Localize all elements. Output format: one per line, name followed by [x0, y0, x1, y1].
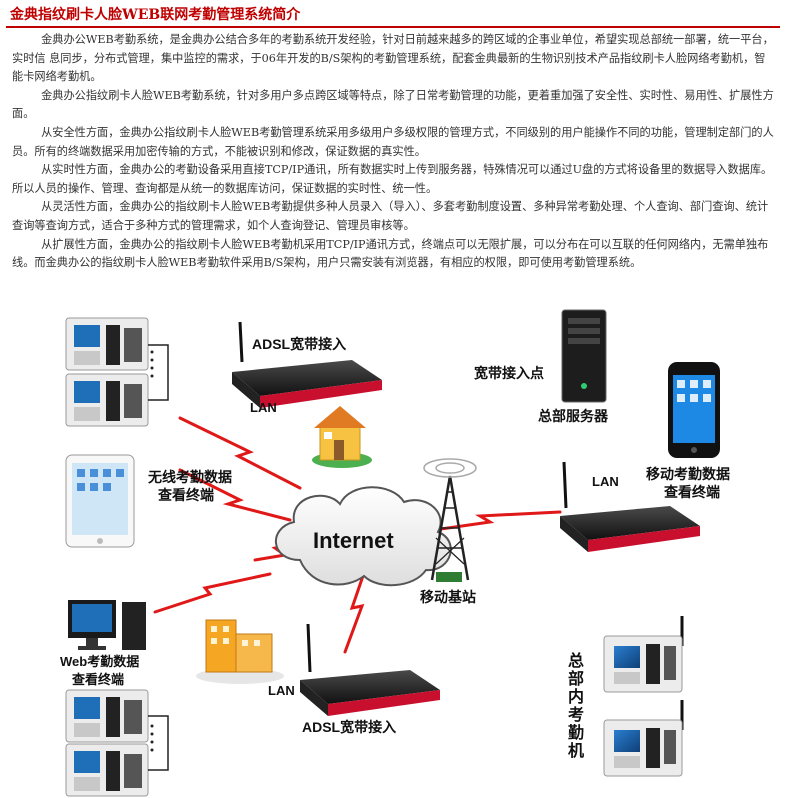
internet-cloud-icon	[275, 486, 452, 587]
label-internet: Internet	[313, 528, 394, 553]
tablet-icon	[65, 454, 135, 548]
label-mobile-terminal-1: 移动考勤数据	[646, 466, 730, 482]
attendance-machine	[65, 689, 149, 743]
signal-line-ipad	[178, 468, 292, 522]
house-icon	[312, 406, 372, 468]
label-web-terminal-2: 查看终端	[71, 672, 124, 687]
label-adsl-bottom: ADSL宽带接入	[302, 719, 396, 735]
page-header: 金典指纹刷卡人脸WEB联网考勤管理系统简介	[6, 0, 780, 28]
buildings-icon	[196, 619, 284, 684]
label-lan-right: LAN	[592, 474, 619, 489]
label-base-station: 移动基站	[420, 589, 476, 605]
label-hq-internal-devices: 总 部 内 考 勤 机	[568, 651, 584, 760]
intro-paragraph: 金典办公WEB考勤系统，是金典办公结合多年的考勤系统开发经验，针对日前越来越多的…	[12, 33, 774, 84]
router-top	[232, 321, 382, 408]
label-hq-internal-char: 总	[568, 651, 584, 670]
server-icon	[561, 309, 607, 403]
base-station-tower-icon	[423, 458, 477, 582]
ellipsis-dots	[150, 724, 154, 752]
router-antenna	[238, 321, 244, 363]
label-lan-bottom: LAN	[268, 683, 295, 698]
intro-paragraph: 从灵活性方面，金典办公的指纹刷卡人脸WEB考勤提供多种人员录入（导入）、多套考勤…	[12, 200, 769, 232]
router-antenna	[562, 461, 568, 509]
label-wireless-terminal-1: 无线考勤数据	[147, 469, 232, 485]
label-hq-internal-char: 部	[568, 669, 584, 688]
router-antenna	[306, 623, 312, 673]
hq-attendance-machines	[603, 616, 684, 777]
ellipsis-dots	[150, 350, 154, 378]
connector-line	[148, 715, 169, 771]
attendance-machine	[603, 616, 684, 693]
attendance-machine	[65, 743, 149, 797]
router-right	[560, 461, 700, 552]
label-hq-internal-char: 勤	[568, 723, 584, 742]
label-wireless-terminal-2: 查看终端	[158, 487, 214, 503]
label-hq-server: 总部服务器	[538, 408, 609, 424]
signal-line-router-bottom	[343, 568, 367, 654]
signal-line-web-pc	[153, 572, 272, 614]
signal-line-router-top	[178, 416, 302, 490]
signal-line-basestation	[418, 510, 562, 534]
attendance-machines-top	[65, 317, 169, 427]
label-adsl-top: ADSL宽带接入	[252, 336, 346, 352]
router-bottom	[300, 623, 440, 716]
label-web-terminal-1: Web考勤数据	[60, 654, 139, 669]
page-title: 金典指纹刷卡人脸WEB联网考勤管理系统简介	[10, 7, 301, 23]
attendance-machine	[65, 373, 149, 427]
label-hq-internal-char: 内	[568, 687, 584, 706]
intro-text: 金典办公WEB考勤系统，是金典办公结合多年的考勤系统开发经验，针对日前越来越多的…	[12, 31, 774, 273]
label-hq-internal-char: 考	[568, 705, 584, 724]
attendance-machine	[65, 317, 149, 371]
desktop-pc-icon	[68, 600, 146, 650]
label-hq-internal-char: 机	[568, 741, 584, 760]
intro-paragraph: 从安全性方面，金典办公指纹刷卡人脸WEB考勤管理系统采用多级用户多级权限的管理方…	[12, 125, 774, 158]
phone-icon	[668, 362, 720, 458]
label-lan-top: LAN	[250, 400, 277, 415]
intro-paragraph: 从扩展性方面，金典办公的指纹刷卡人脸WEB考勤机采用TCP/IP通讯方式，终端点…	[12, 237, 769, 270]
intro-paragraph: 金典办公指纹刷卡人脸WEB考勤系统，针对多用户多点跨区域等特点，除了日常考勤管理…	[12, 88, 774, 121]
connector-line	[148, 344, 169, 401]
label-broadband-point: 宽带接入点	[474, 365, 544, 381]
attendance-machine	[603, 700, 684, 777]
network-diagram: ADSL宽带接入 LAN 无线考勤数据 查看终端 Internet 移动基站	[60, 309, 730, 797]
attendance-machines-bottom	[65, 689, 169, 797]
label-mobile-terminal-2: 查看终端	[664, 484, 720, 500]
intro-paragraph: 从实时性方面，金典办公的考勤设备采用直接TCP/IP通讯，所有数据实时上传到服务…	[12, 163, 773, 195]
